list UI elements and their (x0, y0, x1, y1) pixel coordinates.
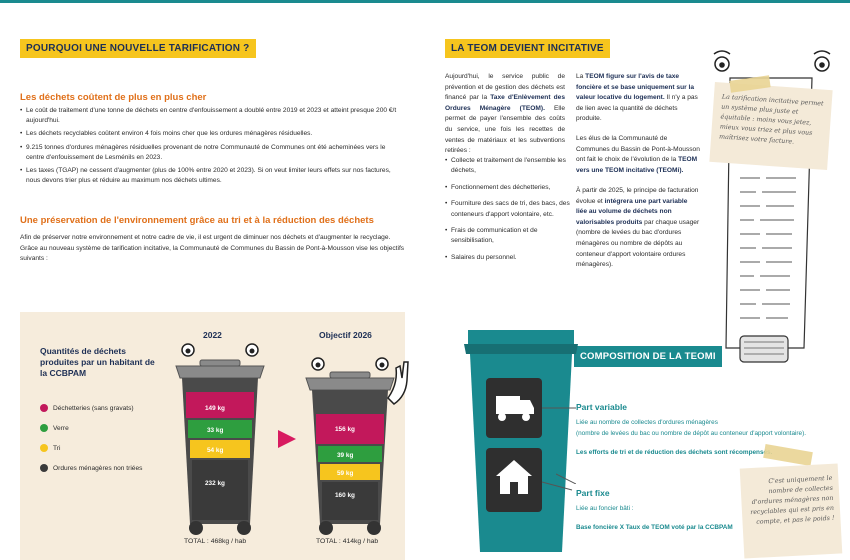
legend-label: Tri (53, 444, 61, 452)
text-run-bold: TEOM vers une TEOM incitative (TEOMi). (576, 156, 698, 174)
bullet-item: Le coût de traitement d'une tonne de déc… (20, 106, 405, 126)
teom-tax-paragraph: La TEOM figure sur l'avis de taxe fonciè… (576, 72, 700, 125)
note-text: C'est uniquement le nombre de collectes … (750, 474, 835, 526)
part-fixe-line-1: Liée au foncier bâti : (576, 505, 634, 512)
part-fixe-formula: Base foncière X Taux de TEOM voté par la… (576, 524, 733, 531)
arrow-right-icon (278, 430, 296, 448)
legend-item-dechetteries: Déchetteries (sans gravats) (40, 404, 134, 412)
section-environment-title: Une préservation de l'environnement grâc… (20, 215, 374, 226)
bin-2022-segment-dechetteries: 149 kg (205, 405, 225, 412)
part-variable-line-1: Liée au nombre de collectes d'ordures mé… (576, 419, 718, 426)
list-item: Collecte et traitement de l'ensemble les… (445, 156, 570, 177)
section-costs-title: Les déchets coûtent de plus en plus cher (20, 92, 207, 103)
bin-2026-illustration (305, 357, 409, 535)
bin-2026-segment-tri: 59 kg (337, 470, 354, 477)
bin-2026-total: TOTAL : 414kg / hab (316, 538, 379, 545)
legend-label: Verre (53, 424, 69, 432)
text-run-bold: TEOM figure sur l'avis de taxe foncière … (576, 73, 694, 102)
bullet-item: Les déchets recyclables coûtent environ … (20, 129, 405, 139)
note-text: La tarification incitative permet un sys… (718, 93, 824, 146)
part-fixe-title: Part fixe (576, 488, 610, 498)
text-run: La (576, 73, 586, 80)
text-run: Aujourd'hui, le service public de préven… (445, 73, 565, 102)
legend-item-ordures: Ordures ménagères non triées (40, 464, 142, 472)
text-run-bold: intégrera une part variable liée au volu… (576, 197, 688, 226)
tape-decoration (763, 443, 813, 467)
bullet-item: Les taxes (TGAP) ne cessent d'augmenter … (20, 166, 405, 186)
list-item: Salaires du personnel. (445, 253, 570, 264)
service-costs-list: Collecte et traitement de l'ensemble les… (445, 156, 570, 269)
heading-why-new-pricing: POURQUOI UNE NOUVELLE TARIFICATION ? (20, 39, 256, 58)
teal-bin-illustration (464, 330, 578, 552)
list-item: Frais de communication et de sensibilisa… (445, 226, 570, 247)
environment-paragraph-1: Afin de préserver notre environnement et… (20, 234, 391, 241)
legend-label: Ordures ménagères non triées (53, 464, 143, 472)
list-item: Fourniture des sacs de tri, des bacs, de… (445, 199, 570, 220)
bin-2022-total: TOTAL : 468kg / hab (184, 538, 247, 545)
legend-dot (40, 424, 48, 432)
heading-teom-incentive: LA TEOM DEVIENT INCITATIVE (445, 39, 610, 58)
text-run: À partir de 2025, le principe de factura… (576, 187, 699, 205)
legend-label: Déchetteries (sans gravats) (53, 404, 134, 412)
billing-2025-paragraph: À partir de 2025, le principe de factura… (576, 186, 700, 271)
costs-bullet-list: Le coût de traitement d'une tonne de déc… (20, 106, 405, 189)
legend-dot (40, 404, 48, 412)
bin-2026-segment-verre: 39 kg (337, 452, 354, 459)
bin-2022-segment-ordures: 232 kg (205, 480, 225, 487)
bin-2022-illustration (175, 343, 265, 535)
text-run: Elle permet de payer l'ensemble des coût… (445, 104, 565, 155)
part-variable-line-2: (nombre de levées du bac ou nombre de dé… (576, 430, 807, 437)
part-variable-reward: Les efforts de tri et de réduction des d… (576, 449, 773, 456)
legend-dot (40, 444, 48, 452)
connector-lines (556, 407, 576, 484)
bin-2026-segment-ordures: 160 kg (335, 492, 355, 499)
part-variable-title: Part variable (576, 402, 628, 412)
teom-financing-text: Aujourd'hui, le service public de préven… (445, 72, 565, 157)
note-card-collections: C'est uniquement le nombre de collectes … (739, 463, 843, 559)
heading-composition: COMPOSITION DE LA TEOMI (574, 346, 722, 367)
bin-2022-segment-tri: 54 kg (207, 447, 224, 454)
top-accent-bar (0, 0, 850, 3)
elected-choice-paragraph: Les élus de la Communauté de Communes du… (576, 134, 700, 176)
bullet-item: 9.215 tonnes d'ordures ménagères résidue… (20, 143, 405, 163)
bin-2022-label: 2022 (203, 330, 222, 340)
list-item: Fonctionnement des déchetteries, (445, 183, 570, 194)
panel-title: Quantités de déchets produites par un ha… (40, 346, 155, 378)
environment-paragraph-2: Grâce au nouveau système de tarification… (20, 245, 405, 263)
text-run-bold: Taxe d'Enlèvement des Ordures Ménagère (… (445, 94, 565, 112)
bin-2026-segment-dechetteries: 156 kg (335, 426, 355, 433)
bin-2026-label: Objectif 2026 (319, 330, 372, 340)
text-run: Il n'y a pas de lien avec la quantité de… (576, 94, 698, 123)
legend-item-tri: Tri (40, 444, 60, 452)
text-run: Les élus de la Communauté de Communes du… (576, 135, 700, 164)
note-card-fair-system: La tarification incitative permet un sys… (709, 81, 833, 171)
legend-dot (40, 464, 48, 472)
text-run: par chaque usager (nombre de levées du b… (576, 218, 700, 269)
bin-2022-segment-verre: 33 kg (207, 427, 224, 434)
legend-item-verre: Verre (40, 424, 69, 432)
